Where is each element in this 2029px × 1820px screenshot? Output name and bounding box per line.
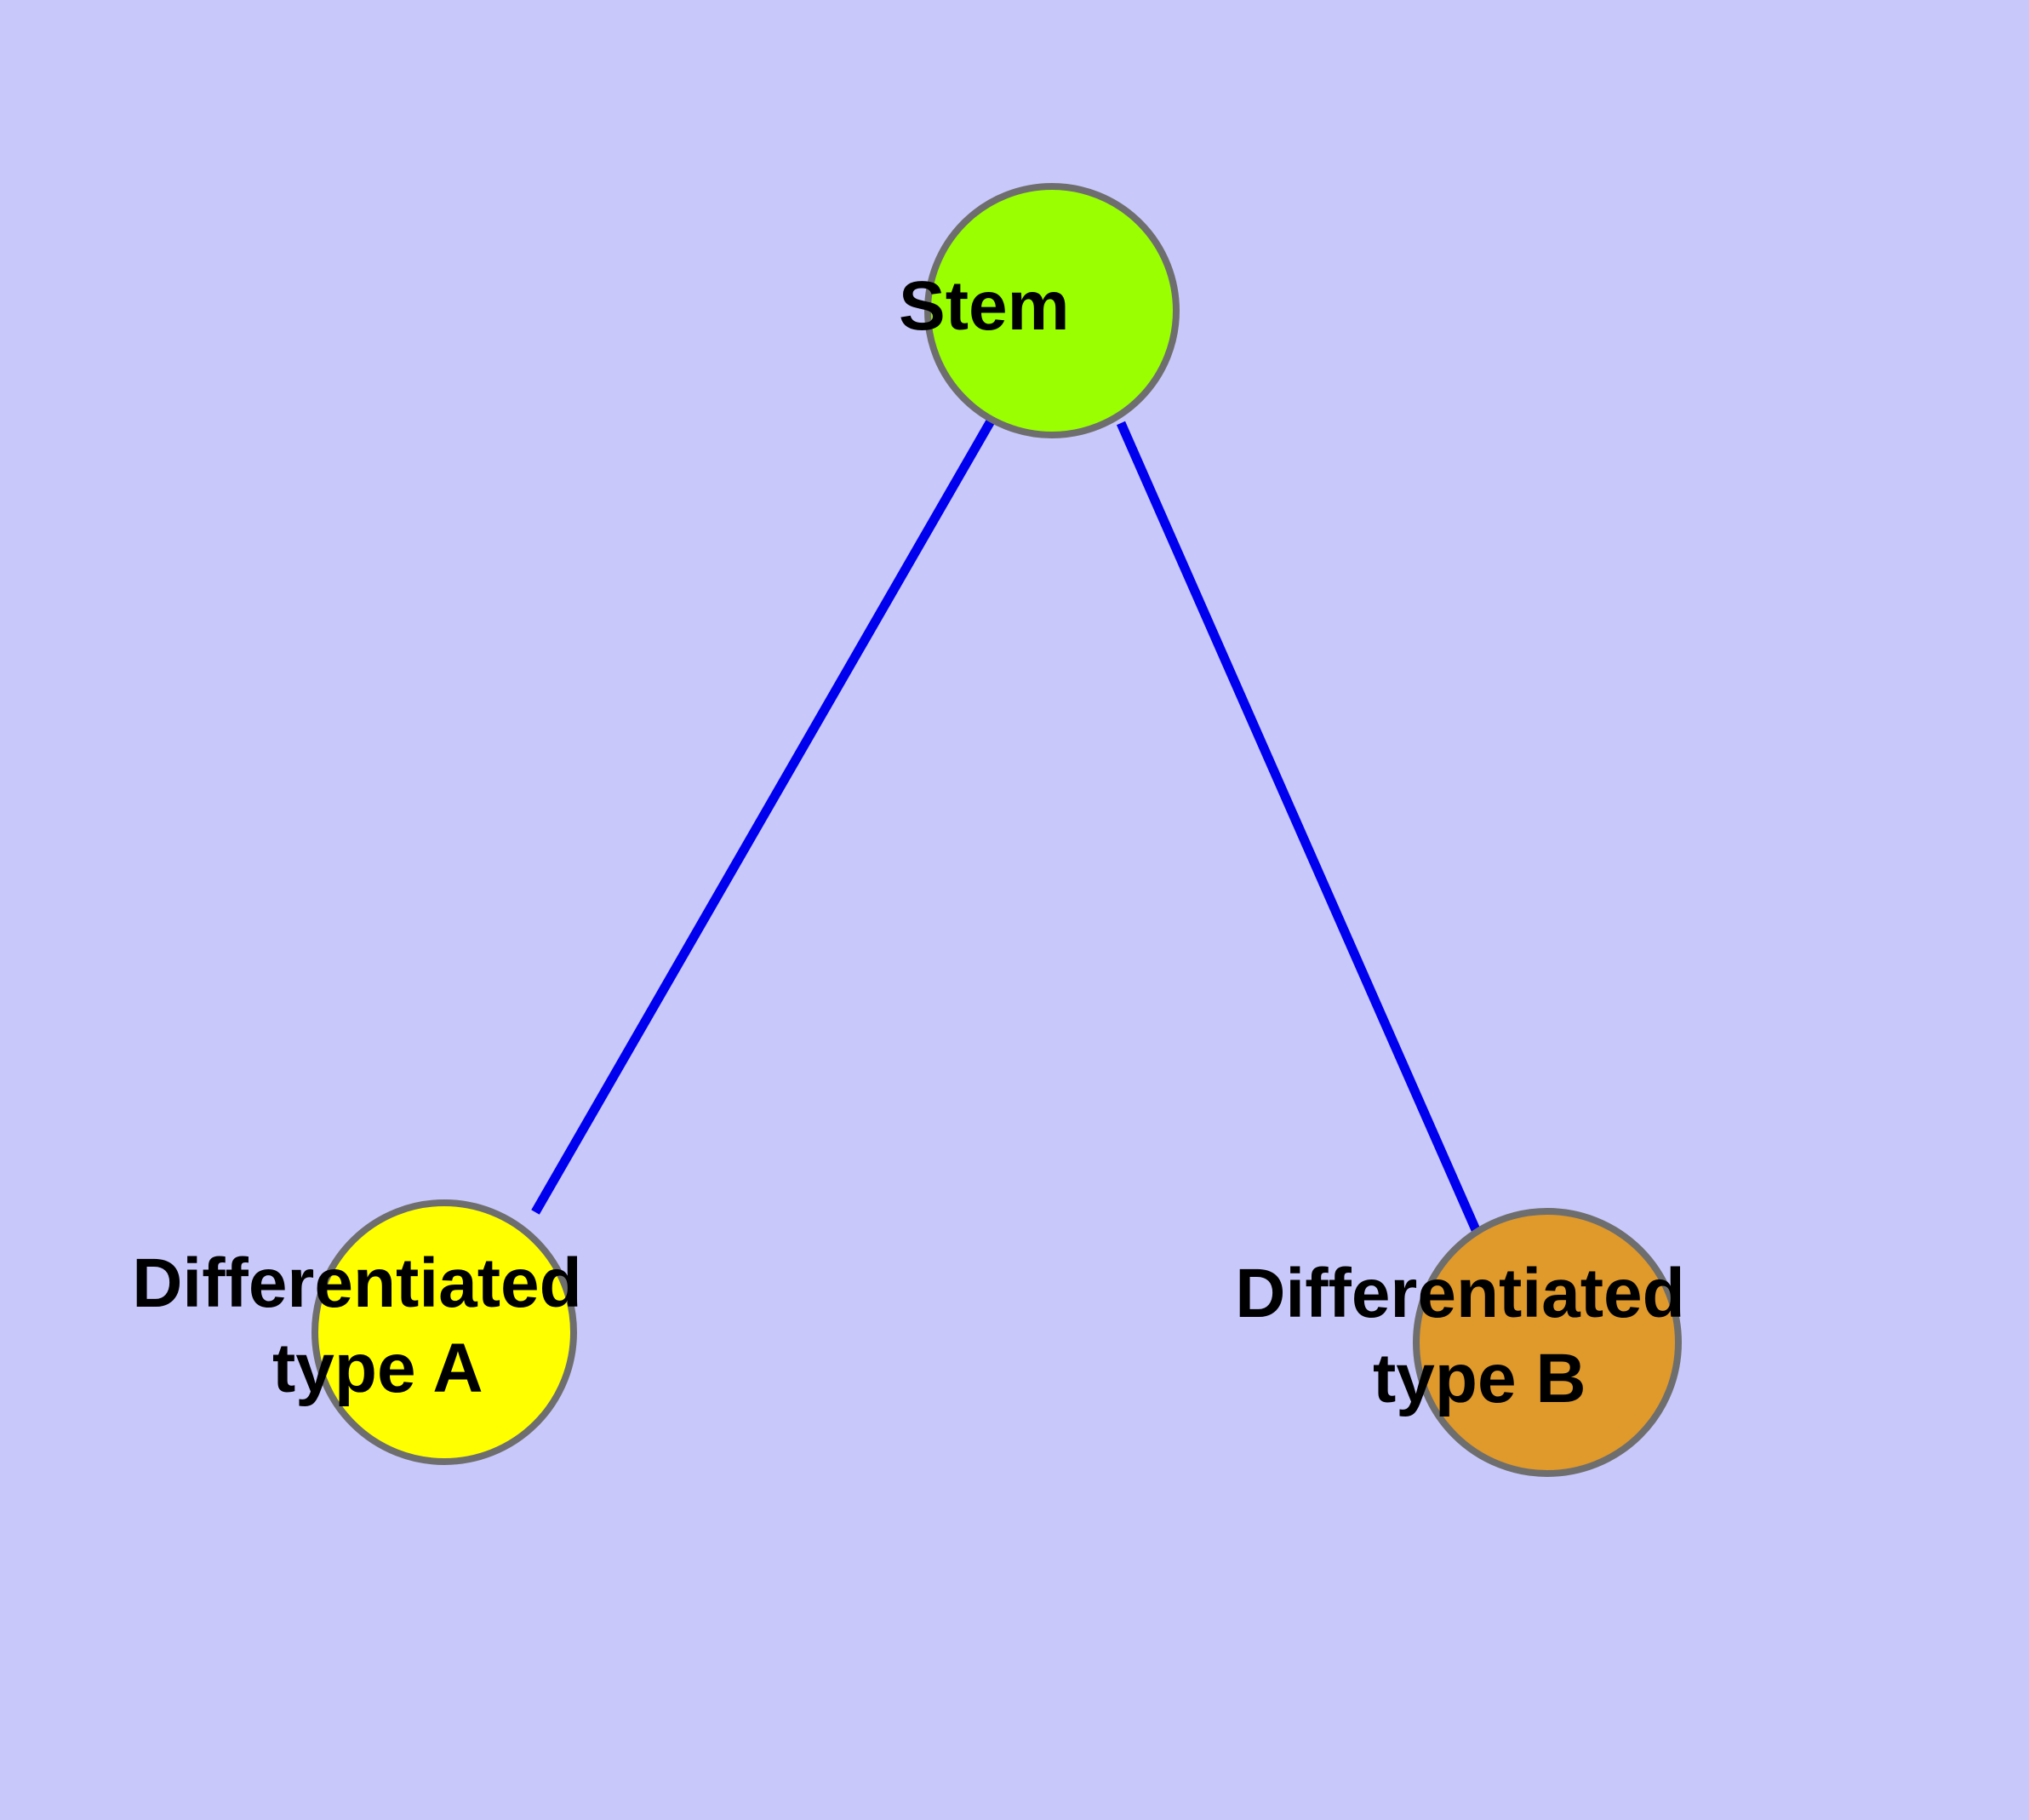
node-differentiated-type-a-label-line-2: type A	[272, 1330, 482, 1407]
edge-stem-to-differentiated-type-a[interactable]	[531, 417, 996, 1215]
node-stem-label-line-1: Stem	[899, 267, 1070, 345]
node-differentiated-type-a-label-line-1: Differentiated	[132, 1245, 582, 1322]
node-differentiated-type-b-circle[interactable]	[1413, 1208, 1682, 1477]
node-layer	[311, 183, 1682, 1477]
node-differentiated-type-b-label-line-2: type B	[1373, 1340, 1586, 1417]
node-differentiated-type-a[interactable]	[311, 1199, 577, 1465]
node-stem-circle[interactable]	[924, 183, 1180, 438]
node-differentiated-type-b-label-line-1: Differentiated	[1235, 1255, 1685, 1332]
edge-stem-to-differentiated-type-b[interactable]	[1116, 421, 1482, 1234]
node-differentiated-type-b[interactable]	[1413, 1208, 1682, 1477]
node-differentiated-type-a-label: Differentiated type A	[132, 1245, 757, 1407]
node-differentiated-type-b-label: Differentiated type B	[1235, 1255, 1860, 1417]
label-layer: Stem Differentiated type A Differentiate…	[132, 267, 1860, 1417]
node-stem-label: Stem	[899, 267, 1205, 345]
node-stem[interactable]	[924, 183, 1180, 438]
edge-layer	[531, 417, 1482, 1234]
node-differentiated-type-a-circle[interactable]	[311, 1199, 577, 1465]
